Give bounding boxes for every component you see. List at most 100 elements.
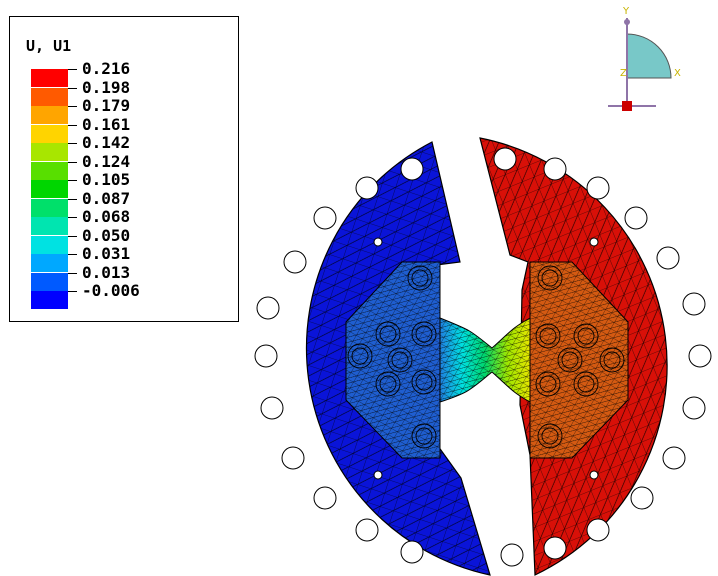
bolt-hole	[500, 543, 524, 567]
legend-tick	[68, 291, 77, 292]
legend-tick	[68, 272, 77, 274]
legend-value-label: 0.216	[82, 59, 131, 78]
bolt-hole	[283, 250, 307, 274]
bolt-ring	[347, 343, 373, 369]
bolt-ring	[599, 347, 625, 373]
bolt-hole	[313, 206, 337, 230]
bolt-hole	[586, 176, 610, 200]
bolt-ring	[415, 373, 433, 391]
small-hole	[373, 470, 383, 480]
bolt-ring	[537, 423, 563, 449]
bolt-ring	[407, 265, 433, 291]
bolt-ring	[391, 351, 409, 369]
legend-swatch	[31, 69, 68, 87]
bolt-ring	[573, 371, 599, 397]
legend-swatch	[31, 143, 68, 161]
bolt-hole	[400, 540, 424, 564]
small-hole	[373, 237, 383, 247]
bolt-ring	[351, 347, 369, 365]
legend-tick	[68, 235, 77, 237]
bolt-ring	[577, 327, 595, 345]
legend-tick	[68, 254, 77, 255]
bolt-hole	[281, 446, 305, 470]
legend-value-label: 0.142	[82, 133, 131, 152]
legend-swatch	[31, 106, 68, 124]
legend-swatch	[31, 254, 68, 272]
bolt-ring	[415, 427, 433, 445]
legend-tick	[68, 143, 77, 144]
bolt-ring	[379, 325, 397, 343]
bolt-ring	[411, 321, 437, 347]
bolt-ring	[411, 423, 437, 449]
small-hole	[589, 470, 599, 480]
bolt-hole	[543, 157, 567, 181]
axis-z-label: Z	[620, 68, 627, 79]
bolt-ring	[573, 323, 599, 349]
bolt-hole	[493, 147, 517, 171]
legend-tick	[68, 69, 77, 70]
legend-tick	[68, 124, 77, 126]
bolt-ring	[541, 427, 559, 445]
legend-swatch	[31, 235, 68, 254]
bolt-hole	[256, 296, 280, 320]
bolt-hole	[662, 446, 686, 470]
bolt-ring	[375, 321, 401, 347]
bolt-ring	[539, 327, 557, 345]
legend-swatch	[31, 217, 68, 235]
bolt-holes	[254, 147, 712, 567]
legend-value-label: -0.006	[82, 281, 140, 300]
legend-swatch	[31, 198, 68, 217]
bolt-ring	[411, 369, 437, 395]
axis-y-label: Y	[622, 6, 630, 17]
legend-tick	[68, 161, 77, 163]
bolt-ring	[577, 375, 595, 393]
legend-value-label: 0.161	[82, 114, 131, 134]
legend-swatch	[31, 291, 68, 309]
legend-swatch	[31, 180, 68, 198]
bolt-ring	[379, 375, 397, 393]
bolt-hole	[355, 176, 379, 200]
legend-swatch	[31, 124, 68, 143]
bolt-ring	[535, 323, 561, 349]
bolt-ring	[603, 351, 621, 369]
bolt-hole	[400, 157, 424, 181]
left-insert	[345, 261, 441, 459]
legend-title: U, U1	[26, 37, 72, 55]
axis-x-label: X	[674, 68, 681, 79]
legend-value-label: 0.124	[82, 151, 131, 171]
bolt-ring	[415, 325, 433, 343]
legend-value-label: 0.031	[82, 244, 131, 263]
legend-tick	[68, 198, 77, 200]
legend-swatch	[31, 272, 68, 291]
legend-swatch	[31, 87, 68, 106]
legend-value-label: 0.068	[82, 207, 131, 226]
bolt-ring	[539, 375, 557, 393]
legend-value-label: 0.179	[82, 96, 131, 115]
bolt-hole	[355, 518, 379, 542]
bolt-hole	[254, 344, 278, 368]
bolt-hole	[682, 292, 706, 316]
legend-swatch	[31, 161, 68, 180]
small-hole	[589, 237, 599, 247]
bolt-hole	[624, 206, 648, 230]
legend-tick	[68, 106, 77, 107]
bolt-hole	[586, 518, 610, 542]
bolt-ring	[541, 269, 559, 287]
specimen-gauge	[439, 317, 531, 403]
bolt-hole	[543, 536, 567, 560]
bolt-hole	[688, 344, 712, 368]
legend-value-label: 0.087	[82, 188, 131, 208]
bolt-hole	[260, 396, 284, 420]
legend-value-label: 0.050	[82, 225, 131, 245]
legend-value-label: 0.013	[82, 262, 131, 282]
bolt-ring	[535, 371, 561, 397]
bolt-ring	[561, 351, 579, 369]
insert-bolt-rings	[347, 265, 625, 449]
bolt-ring	[557, 347, 583, 373]
legend-value-label: 0.105	[82, 170, 131, 189]
bolt-hole	[682, 396, 706, 420]
bolt-hole	[656, 246, 680, 270]
